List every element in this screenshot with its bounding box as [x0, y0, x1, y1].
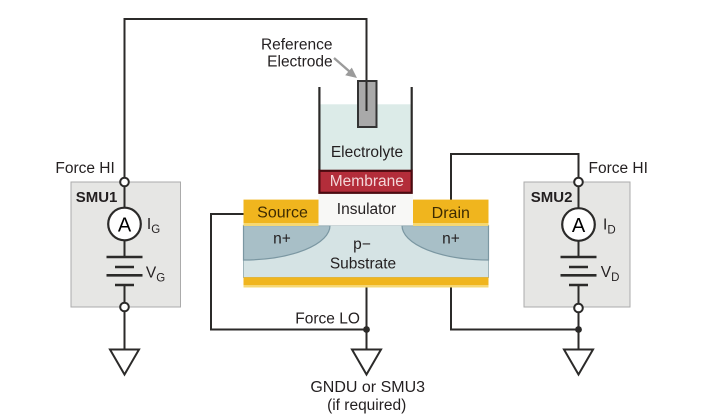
- svg-text:Reference: Reference: [261, 37, 333, 54]
- svg-text:A: A: [118, 215, 132, 237]
- svg-text:n+: n+: [273, 231, 291, 248]
- svg-text:p−: p−: [353, 236, 371, 253]
- svg-text:Electrolyte: Electrolyte: [331, 144, 403, 161]
- svg-text:Force HI: Force HI: [589, 160, 648, 177]
- svg-text:Force LO: Force LO: [295, 311, 360, 328]
- svg-text:Drain: Drain: [432, 205, 470, 222]
- svg-text:Force HI: Force HI: [55, 160, 114, 177]
- svg-text:(if required): (if required): [327, 397, 406, 414]
- svg-text:Insulator: Insulator: [337, 201, 396, 218]
- svg-text:Substrate: Substrate: [330, 255, 396, 272]
- svg-text:Electrode: Electrode: [267, 54, 332, 71]
- svg-text:SMU2: SMU2: [531, 189, 573, 206]
- svg-text:Source: Source: [257, 205, 308, 222]
- svg-text:Membrane: Membrane: [330, 173, 404, 190]
- svg-text:SMU1: SMU1: [76, 189, 118, 206]
- svg-text:GNDU or SMU3: GNDU or SMU3: [310, 379, 425, 396]
- svg-text:n+: n+: [442, 231, 460, 248]
- svg-text:A: A: [572, 215, 586, 237]
